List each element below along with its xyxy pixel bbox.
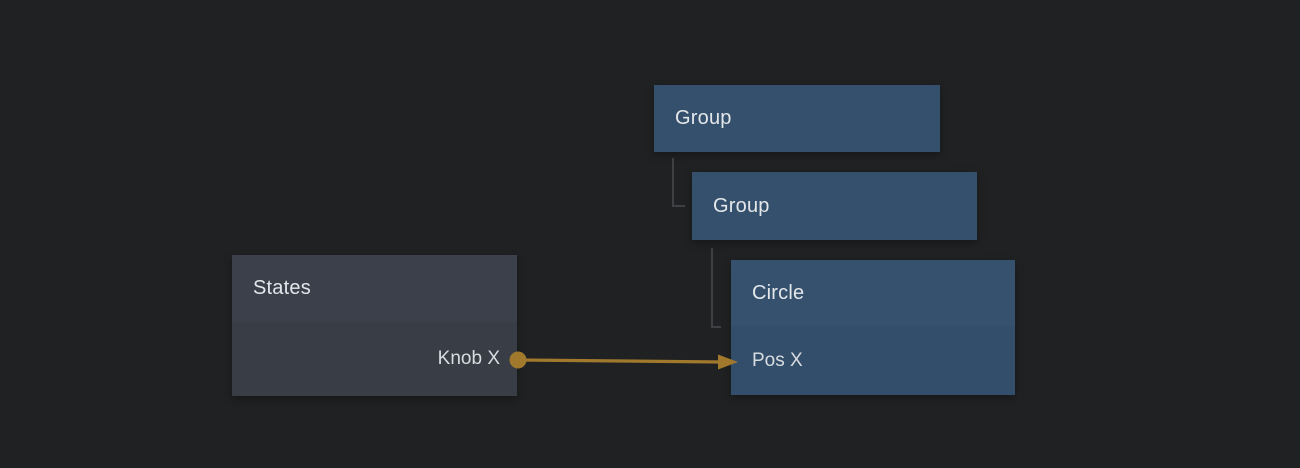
node-circle-title: Circle — [731, 260, 1015, 326]
node-group-2[interactable]: Group — [692, 172, 977, 240]
hierarchy-connector-group1-group2 — [672, 158, 685, 207]
node-group-1-title: Group — [675, 107, 732, 129]
port-pos-x-label: Pos X — [752, 349, 803, 371]
node-group-1[interactable]: Group — [654, 85, 940, 152]
node-circle[interactable]: Circle Pos X — [731, 260, 1015, 395]
node-states[interactable]: States Knob X — [232, 255, 517, 396]
port-knob-x-label: Knob X — [437, 348, 500, 369]
connection-wire[interactable] — [517, 358, 724, 364]
port-knob-x[interactable]: Knob X — [232, 322, 517, 396]
connection-knobx-posx[interactable] — [509, 351, 739, 370]
node-group-2-title: Group — [713, 194, 770, 217]
node-states-title: States — [232, 255, 517, 322]
hierarchy-connector-group2-circle — [711, 248, 721, 328]
port-pos-x[interactable]: Pos X — [731, 326, 1015, 395]
